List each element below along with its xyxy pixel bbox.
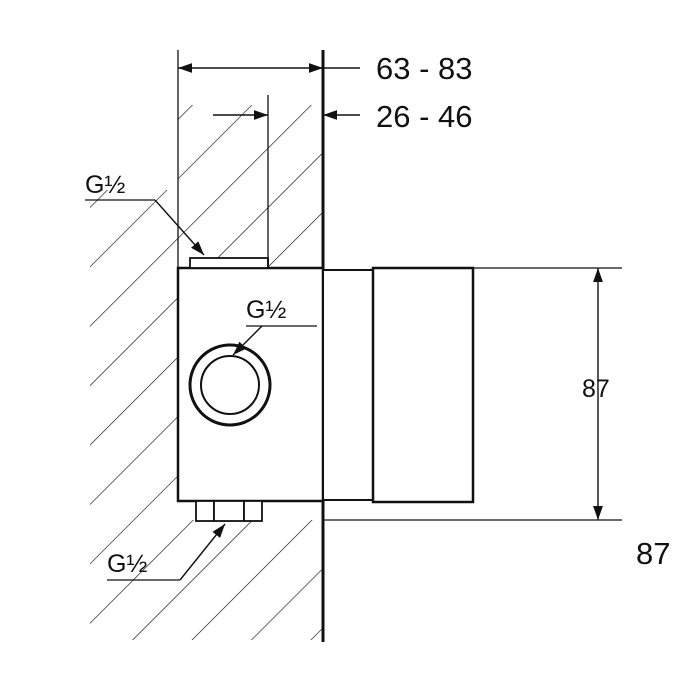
side-connector (188, 343, 272, 427)
leader-side-thread: G½ (232, 296, 317, 356)
dimension-height: 87 (582, 268, 610, 520)
install-depth-label: 26 - 46 (376, 99, 473, 134)
side-thread-label: G½ (246, 296, 286, 324)
leader-top-thread: G½ (85, 171, 205, 256)
bottom-connectors (195, 500, 263, 522)
trim-assembly (322, 266, 475, 504)
top-thread-label: G½ (85, 171, 125, 199)
width-label: 87 (636, 536, 670, 571)
leader-bottom-thread: G½ (107, 523, 226, 581)
total-depth-label: 63 - 83 (376, 51, 473, 86)
dimension-install-depth: 26 - 46 (213, 99, 473, 134)
height-label: 87 (582, 375, 610, 403)
dimension-total-depth: 63 - 83 (178, 51, 473, 86)
wall-hatching (90, 105, 323, 640)
bottom-thread-label: G½ (107, 550, 147, 578)
